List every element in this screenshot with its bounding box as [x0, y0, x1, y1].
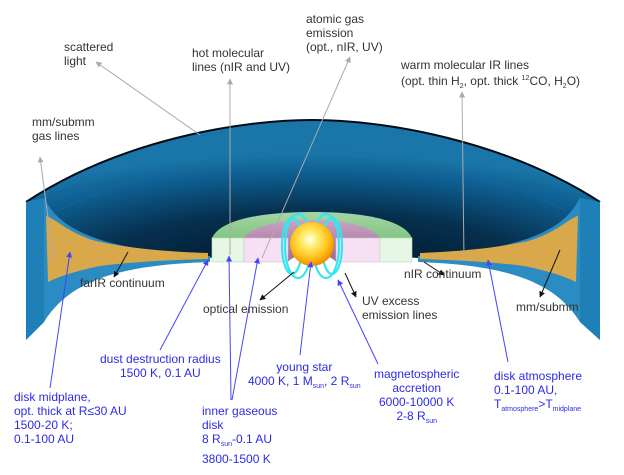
label-scattered-light: scattered light	[64, 40, 114, 68]
pale-green-block-right	[379, 237, 413, 263]
gray-pointers	[37, 56, 466, 264]
label-uv-excess: UV excess emission lines	[362, 294, 438, 322]
label-mm-gas-lines: mm/submm gas lines	[32, 115, 95, 143]
young-star	[290, 222, 334, 266]
label-disk-midplane: disk midplane, opt. thick at R≤30 AU 150…	[14, 390, 127, 446]
label-disk-atmosphere: disk atmosphere 0.1-100 AU, Tatmosphere>…	[494, 369, 583, 413]
label-dust-destruction: dust destruction radius 1500 K, 0.1 AU	[100, 352, 221, 380]
label-warm-molecular: warm molecular IR lines (opt. thin H2, o…	[401, 58, 581, 90]
label-inner-gaseous-disk: inner gaseous disk 8 Rsun-0.1 AU 3800-15…	[202, 404, 278, 466]
label-nir-continuum: nIR continuum	[404, 267, 482, 281]
black-pointers	[113, 249, 561, 301]
label-mm-submm: mm/submm	[516, 300, 579, 314]
disk-surface	[26, 120, 600, 290]
blue-pointers	[49, 251, 509, 401]
pale-pink-block-right	[335, 237, 381, 263]
label-young-star: young star 4000 K, 1 Msun, 2 Rsun	[248, 360, 361, 390]
label-hot-molecular: hot molecular lines (nIR and UV)	[192, 46, 291, 74]
right-midplane-wedge	[420, 216, 578, 282]
label-magnetospheric-accretion: magnetospheric accretion 6000-10000 K 2-…	[374, 367, 460, 425]
pale-green-block-left	[211, 237, 245, 263]
label-optical-emission: optical emission	[203, 302, 289, 316]
label-atomic-gas: atomic gas emission (opt., nIR, UV)	[306, 12, 383, 54]
left-midplane-wedge	[46, 216, 208, 282]
label-farir-continuum: farIR continuum	[80, 276, 165, 290]
